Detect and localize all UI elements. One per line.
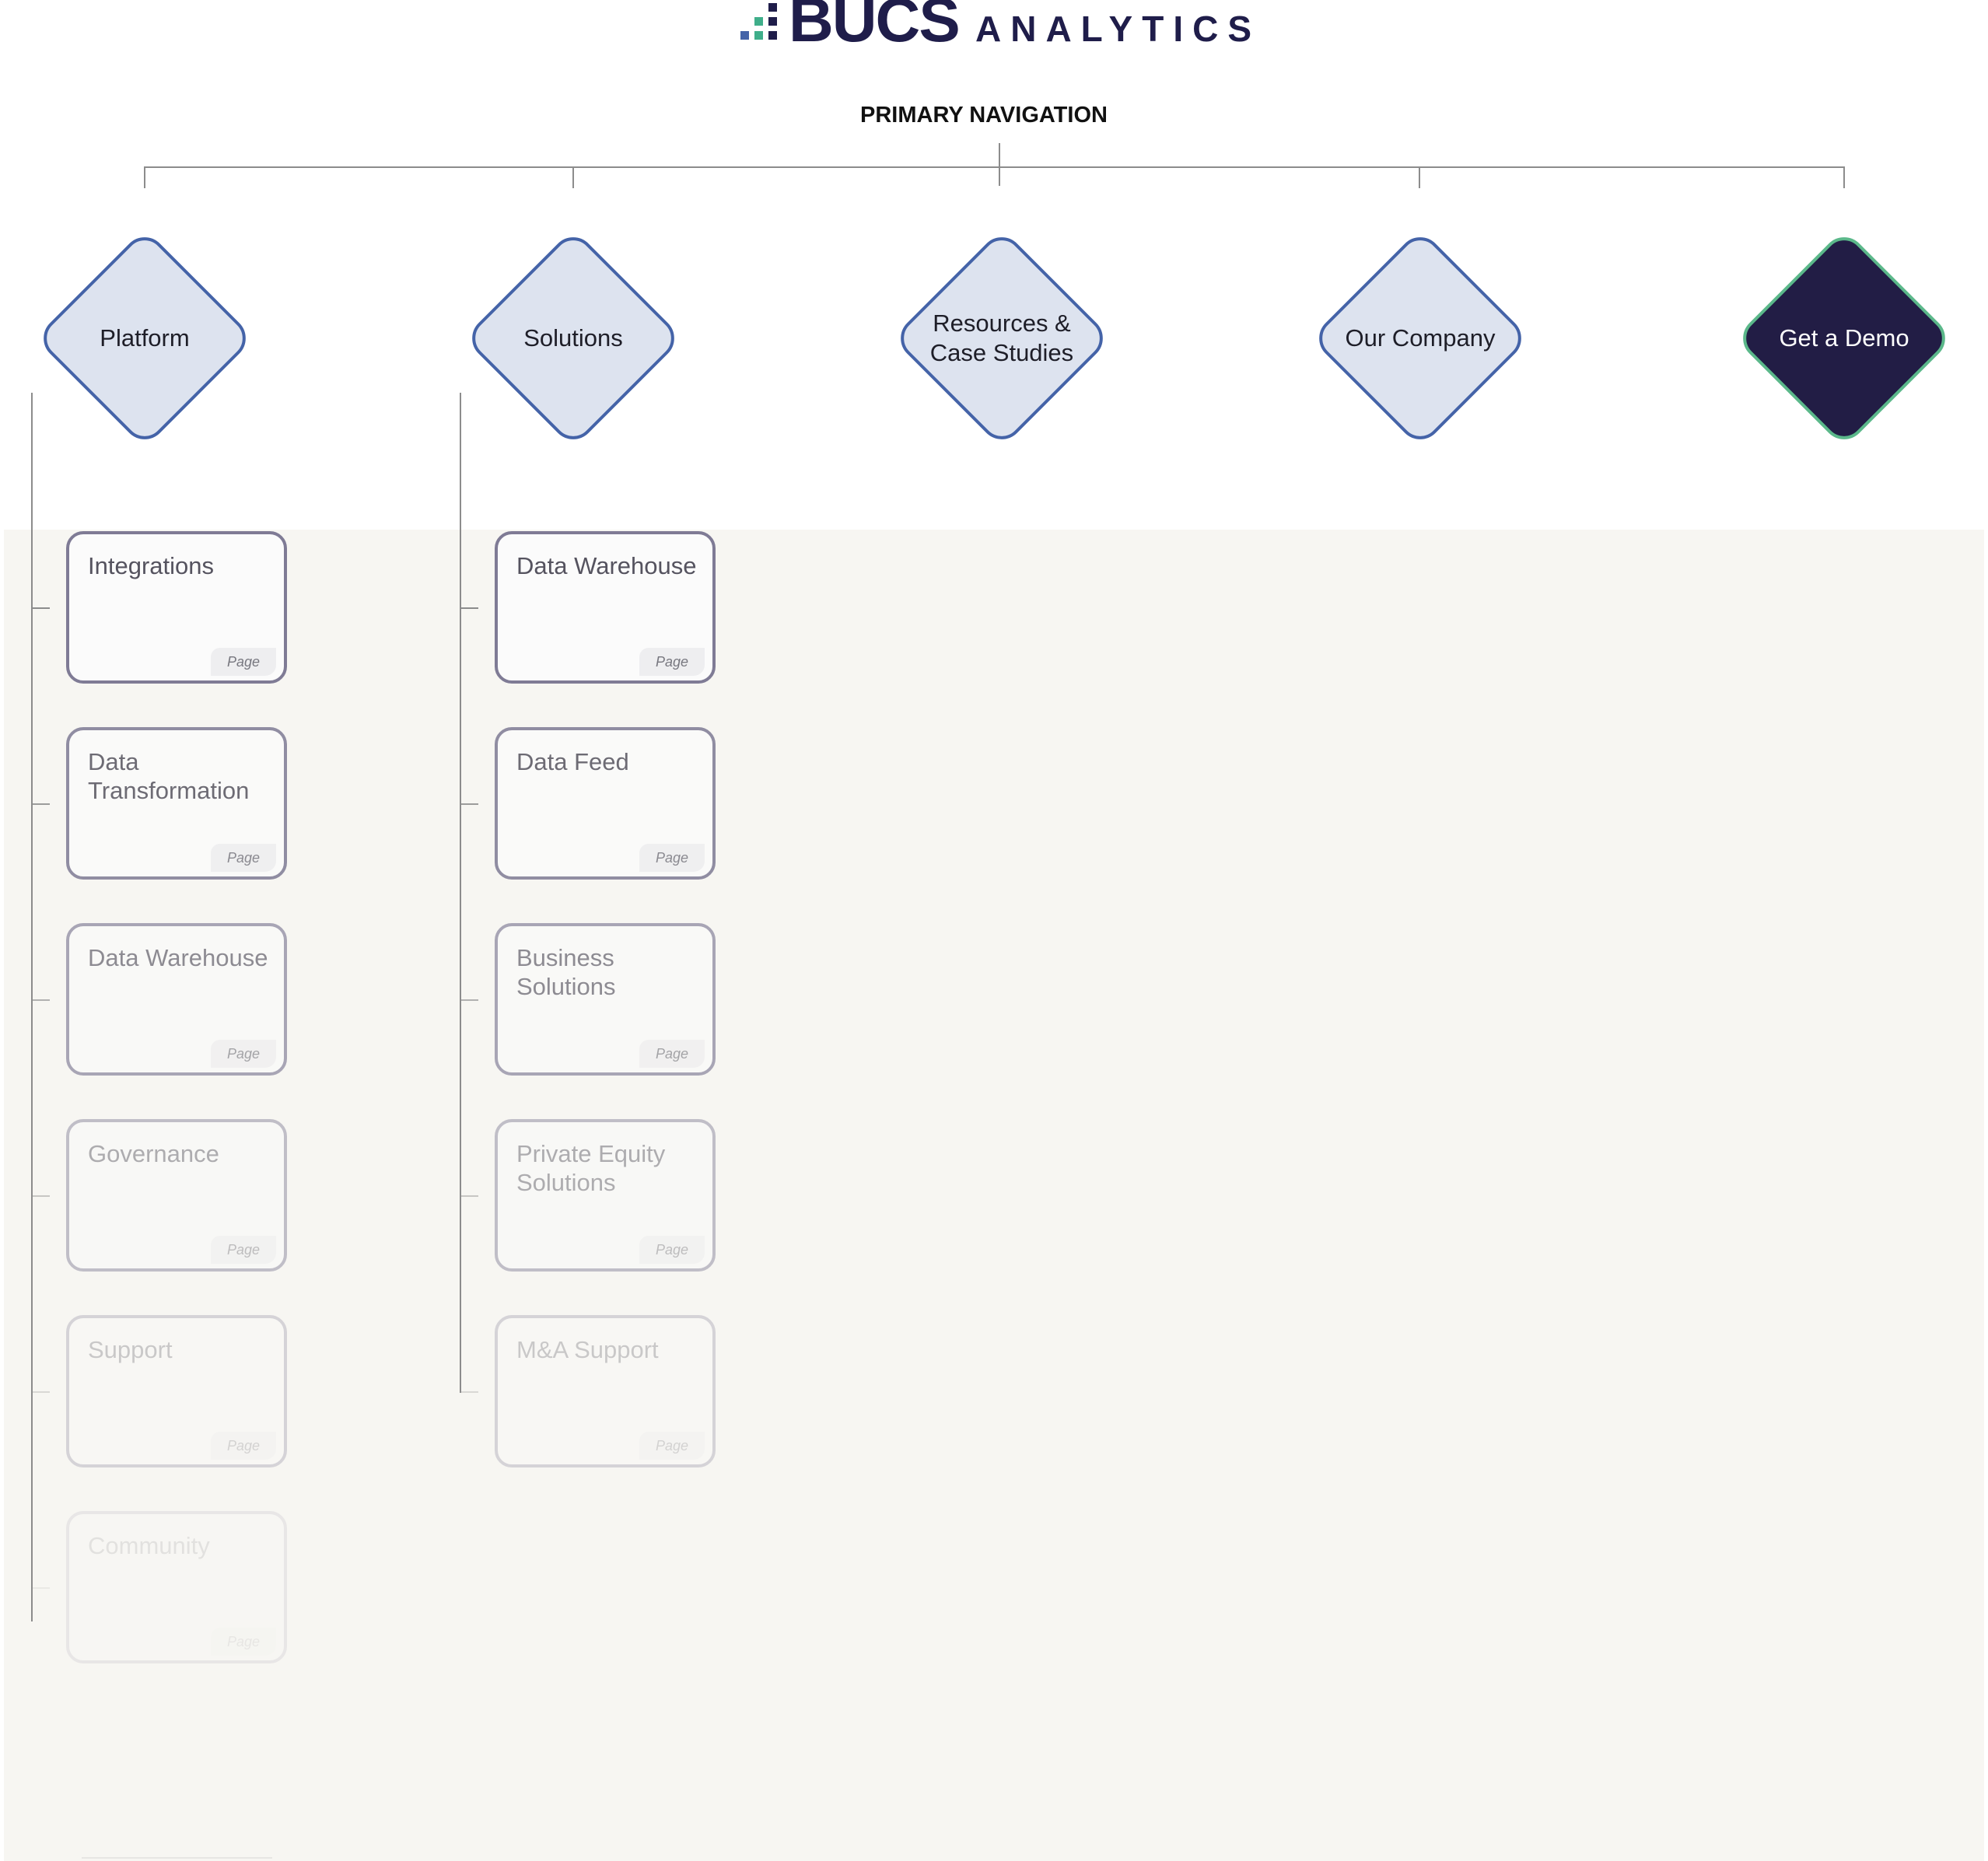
nav-item-get-a-demo[interactable]: Get a Demo (1710, 204, 1979, 473)
nav-item-label: Our Company (1345, 324, 1496, 352)
page-badge: Page (639, 1040, 705, 1068)
page-card-title: Data Transformation (88, 748, 250, 804)
nav-connector-drop (144, 166, 145, 188)
branch-tick (31, 1195, 50, 1197)
page-card-integrations[interactable]: Integrations Page (66, 531, 287, 684)
logo: BUCS ANALYTICS (736, 0, 1257, 54)
branch-tick (31, 803, 50, 805)
page-card-data-feed[interactable]: Data Feed Page (495, 727, 716, 880)
page-badge: Page (211, 1236, 276, 1264)
page-card-title: Data Feed (516, 748, 629, 775)
branch-tick (460, 607, 478, 609)
branch-tick (460, 999, 478, 1001)
page-badge: Page (211, 1628, 276, 1656)
page-card-private-equity-solutions[interactable]: Private Equity Solutions Page (495, 1119, 716, 1272)
branch-tick (31, 607, 50, 609)
nav-connector-stem (999, 143, 1000, 186)
page-card-title: Governance (88, 1140, 219, 1167)
branch-tick (460, 1391, 478, 1393)
solutions-branch-line (460, 393, 461, 1393)
page-card-data-warehouse[interactable]: Data Warehouse Page (495, 531, 716, 684)
page-badge: Page (639, 1236, 705, 1264)
logo-dots-icon (736, 0, 786, 47)
page-card-business-solutions[interactable]: Business Solutions Page (495, 923, 716, 1076)
nav-item-platform[interactable]: Platform (10, 204, 279, 473)
page-card-title: Integrations (88, 552, 214, 579)
logo-brand: BUCS (789, 0, 961, 54)
page-card-data-warehouse[interactable]: Data Warehouse Page (66, 923, 287, 1076)
branch-tick (31, 1587, 50, 1589)
page-card-support[interactable]: Support Page (66, 1315, 287, 1467)
nav-connector-drop (572, 166, 574, 188)
page-card-title: Private Equity Solutions (516, 1140, 666, 1196)
branch-tick (31, 999, 50, 1001)
page-badge: Page (639, 844, 705, 872)
content-fade-background (4, 530, 1984, 1861)
branch-tick (460, 1195, 478, 1197)
nav-item-label: Solutions (523, 324, 623, 352)
page-card-title: M&A Support (516, 1336, 659, 1363)
nav-item-label: Resources & Case Studies (929, 310, 1074, 366)
logo-suffix: ANALYTICS (975, 9, 1261, 49)
page-badge: Page (211, 1432, 276, 1460)
page-card-data-transformation[interactable]: Data Transformation Page (66, 727, 287, 880)
nav-item-label: Get a Demo (1779, 324, 1909, 352)
nav-connector-bar (144, 166, 1844, 168)
page-card-title: Business Solutions (516, 944, 616, 1000)
nav-item-solutions[interactable]: Solutions (439, 204, 708, 473)
page-card-title: Support (88, 1336, 173, 1363)
branch-tick (460, 803, 478, 805)
nav-connector-drop (1843, 166, 1845, 188)
nav-connector-drop (1419, 166, 1420, 188)
page-card-title: Community (88, 1532, 210, 1559)
page-card-title: Data Warehouse (88, 944, 268, 971)
page-card-title: Data Warehouse (516, 552, 697, 579)
page-badge: Page (211, 1040, 276, 1068)
page-card-ma-support[interactable]: M&A Support Page (495, 1315, 716, 1467)
platform-branch-line (31, 393, 33, 1621)
page-card-governance[interactable]: Governance Page (66, 1119, 287, 1272)
nav-item-resources[interactable]: Resources & Case Studies (867, 204, 1136, 473)
primary-navigation-title: PRIMARY NAVIGATION (860, 103, 1108, 128)
page-badge: Page (211, 844, 276, 872)
page-badge: Page (639, 1432, 705, 1460)
page-badge: Page (211, 648, 276, 676)
page-badge: Page (639, 648, 705, 676)
bottom-divider (82, 1857, 272, 1859)
nav-item-our-company[interactable]: Our Company (1286, 204, 1555, 473)
page-card-community[interactable]: Community Page (66, 1511, 287, 1663)
branch-tick (31, 1391, 50, 1393)
nav-item-label: Platform (100, 324, 190, 352)
